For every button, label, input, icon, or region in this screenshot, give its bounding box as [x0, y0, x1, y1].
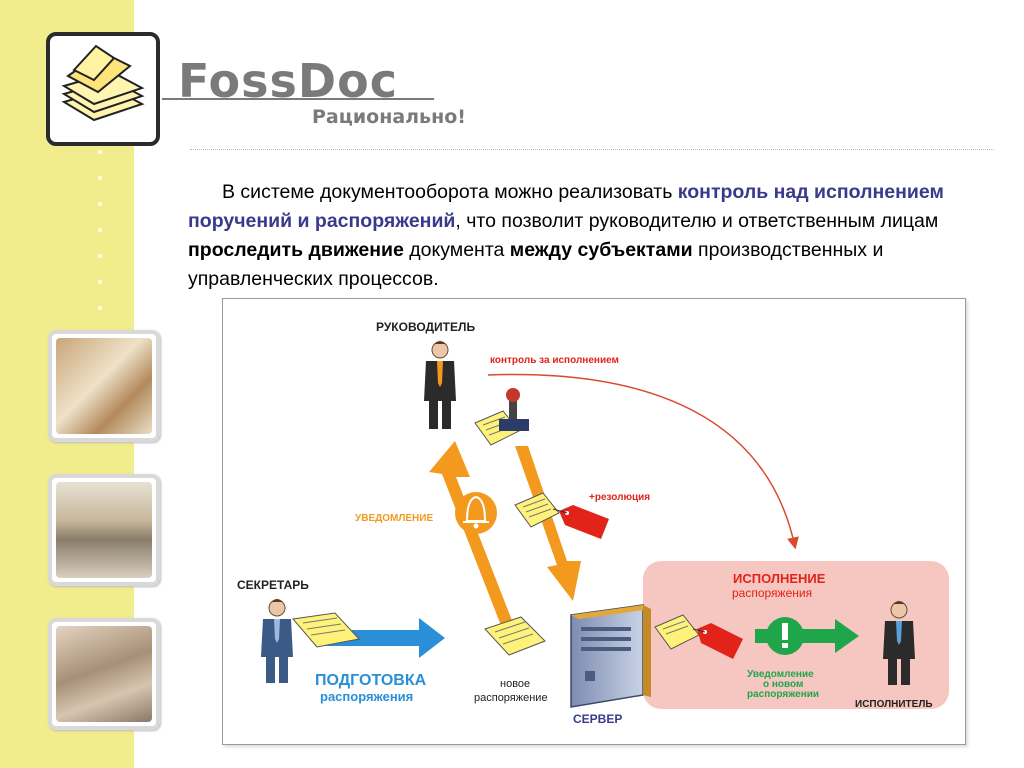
sidebar-dots — [98, 150, 104, 330]
document-icon-resolution — [514, 492, 560, 528]
intro-highlight-control: контроль над исполнением поручений и рас… — [188, 181, 944, 232]
thumbnail-photo-workplace — [48, 474, 160, 586]
server-icon — [570, 604, 651, 708]
brand-underline — [162, 98, 434, 100]
preparation-label-1: ПОДГОТОВКА — [315, 672, 427, 689]
brand-slogan: Рационально! — [312, 106, 466, 128]
intro-text-1: В системе документооборота можно реализо… — [222, 181, 678, 203]
resolution-arrow — [515, 446, 581, 601]
executor-person-icon — [883, 601, 915, 685]
secretary-person-icon — [261, 599, 293, 683]
document-icon-new — [484, 616, 546, 656]
executor-arrow — [755, 617, 859, 655]
new-order-label-2: распоряжение — [474, 692, 548, 704]
server-label: СЕРВЕР — [573, 712, 622, 726]
intro-text-3: документа — [403, 239, 510, 261]
logo — [46, 32, 160, 146]
executor-label: ИСПОЛНИТЕЛЬ — [855, 699, 933, 710]
execution-label-2: распоряжения — [732, 586, 812, 600]
intro-text-4: производственных и управленческих процес… — [188, 239, 884, 290]
thumbnail-photo-office — [48, 330, 160, 442]
secretary-label: СЕКРЕТАРЬ — [237, 578, 309, 592]
control-arrow — [487, 373, 799, 550]
notification-label: УВЕДОМЛЕНИЕ — [355, 513, 433, 524]
intro-paragraph: В системе документооборота можно реализо… — [188, 178, 1000, 294]
control-label: контроль за исполнением — [490, 355, 619, 366]
preparation-label-2: распоряжения — [320, 689, 413, 704]
manager-person-icon — [424, 341, 456, 429]
notification-new-label-3: распоряжении — [747, 689, 819, 700]
notification-new-label-1: Уведомление — [747, 669, 814, 680]
document-icon-secretary — [292, 612, 360, 648]
bell-icon — [455, 492, 497, 534]
thumbnail-photo-typing — [48, 618, 160, 730]
intro-bold-subjects: между субъектами — [509, 239, 693, 261]
document-stack-icon — [61, 44, 145, 122]
intro-bold-trace: проследить движение — [188, 239, 404, 261]
resolution-label: +резолюция — [589, 492, 650, 503]
workflow-diagram: РУКОВОДИТЕЛЬ контроль за исполнением УВЕ… — [222, 298, 966, 745]
tag-icon-execution — [692, 623, 743, 659]
stamp-icon — [499, 388, 529, 431]
tag-icon-resolution — [552, 505, 609, 539]
new-order-label-1: новое — [500, 678, 530, 690]
header-divider — [190, 149, 994, 150]
execution-label-1: ИСПОЛНЕНИЕ — [733, 571, 826, 586]
manager-label: РУКОВОДИТЕЛЬ — [376, 320, 475, 334]
intro-text-2: , что позволит руководителю и ответствен… — [455, 210, 939, 232]
notification-new-label-2: о новом — [763, 679, 803, 690]
